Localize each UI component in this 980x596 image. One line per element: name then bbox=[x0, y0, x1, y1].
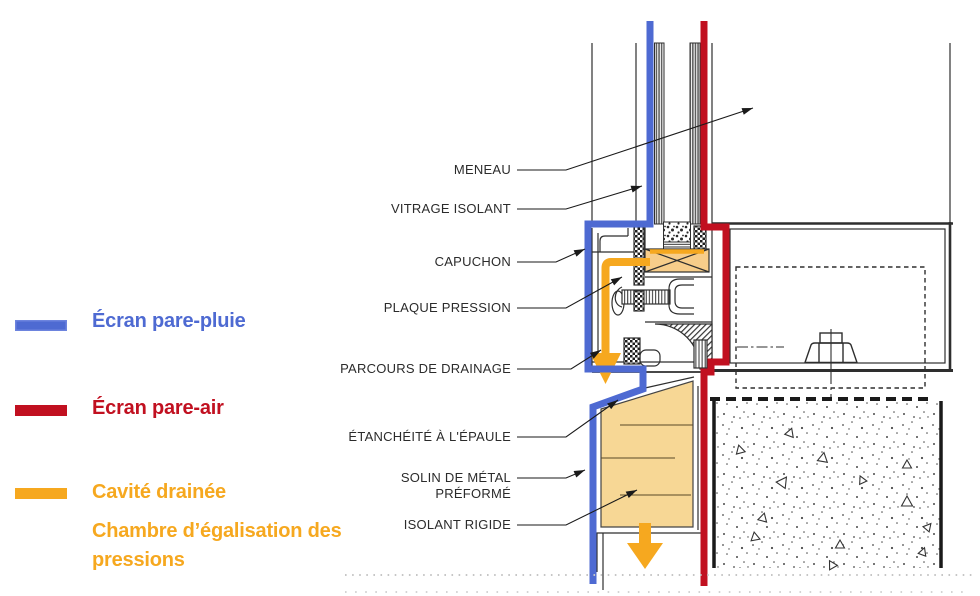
cap-clip bbox=[599, 235, 628, 252]
callout-meneau: MENEAU bbox=[453, 162, 511, 177]
aggregate-triangles bbox=[735, 427, 932, 571]
perforation-dots bbox=[345, 574, 975, 593]
gasket-block bbox=[623, 337, 641, 365]
callout-plaque-pression: PLAQUE PRESSION bbox=[383, 300, 511, 315]
leader-capuchon bbox=[517, 248, 586, 263]
legend-swatch-rain-screen bbox=[15, 320, 67, 331]
leader-plaque-pression bbox=[517, 276, 623, 309]
gasket-block bbox=[693, 339, 708, 369]
glass-pane-inner bbox=[654, 42, 665, 225]
metal-flashing-edge bbox=[644, 376, 695, 389]
drainage-arrow-1 bbox=[601, 258, 650, 355]
mullion-profile bbox=[591, 225, 713, 373]
concrete-slab bbox=[710, 397, 943, 571]
legend-label-air-barrier: Écran pare-air bbox=[92, 397, 224, 419]
glazing-unit bbox=[654, 42, 701, 253]
legend-note-pressure-chamber: Chambre d’égalisation des pressions bbox=[92, 520, 342, 571]
flashing-linework bbox=[596, 376, 703, 590]
gasket-block bbox=[633, 290, 645, 312]
leader-lines bbox=[517, 107, 754, 526]
callout-parcours-drainage: PARCOURS DE DRAINAGE bbox=[340, 361, 511, 376]
frame-linework bbox=[591, 43, 951, 226]
callout-capuchon: CAPUCHON bbox=[434, 254, 511, 269]
gasket-block bbox=[633, 226, 645, 286]
anchor-bolt bbox=[804, 329, 858, 371]
glass-pane-outer bbox=[689, 42, 701, 225]
leader-meneau bbox=[517, 107, 754, 171]
drain-slot bbox=[639, 349, 661, 367]
leader-vitrage-isolant bbox=[517, 185, 643, 210]
callout-vitrage-isolant: VITRAGE ISOLANT bbox=[390, 201, 511, 216]
leader-etancheite bbox=[517, 399, 619, 438]
callout-solin-metal: SOLIN DE MÉTAL PRÉFORMÉ bbox=[400, 470, 511, 501]
leader-isolant-rigide bbox=[517, 489, 638, 526]
arrow-down-icon bbox=[627, 543, 663, 569]
legend-swatch-air-barrier bbox=[15, 405, 67, 416]
leader-parcours-drainage bbox=[517, 349, 602, 370]
callout-etancheite-epaule: ÉTANCHÉITÉ À L'ÉPAULE bbox=[348, 429, 511, 444]
legend-swatch-drained-cavity bbox=[15, 488, 67, 499]
legend-label-rain-screen: Écran pare-pluie bbox=[92, 310, 246, 332]
pressure-plate-screw bbox=[621, 289, 671, 305]
rain-screen-line bbox=[584, 21, 654, 584]
callout-isolant-rigide: ISOLANT RIGIDE bbox=[403, 517, 511, 532]
screw-channel bbox=[668, 278, 694, 315]
glazing-spacer bbox=[663, 221, 691, 243]
leader-solin bbox=[517, 469, 586, 479]
mullion-quarter-body bbox=[654, 323, 713, 370]
drainage-path bbox=[590, 249, 704, 569]
air-barrier-line bbox=[700, 21, 730, 586]
legend-label-drained-cavity: Cavité drainée bbox=[92, 481, 226, 503]
